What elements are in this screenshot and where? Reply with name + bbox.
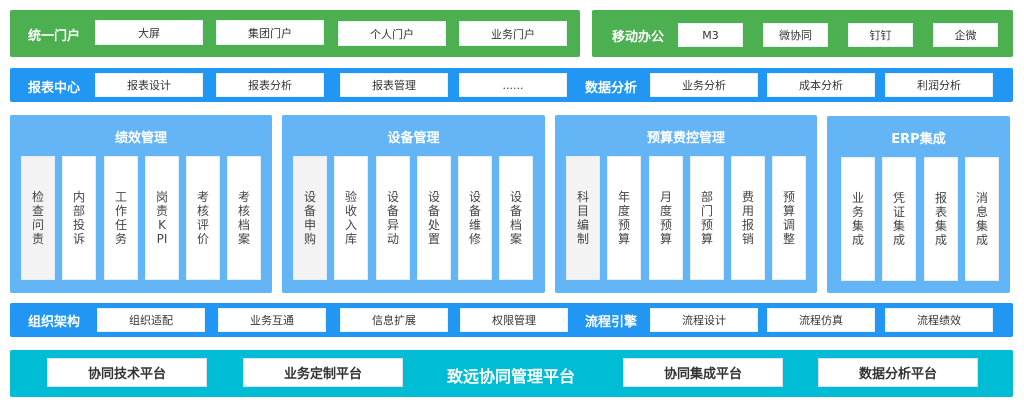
report-center-bar: 报表中心 报表设计 报表分析 报表管理 ...... 数据分析 业务分析 成本分… bbox=[10, 68, 1013, 102]
org-item[interactable]: 权限管理 bbox=[460, 308, 568, 332]
org-title: 组织架构 bbox=[28, 315, 81, 330]
report-item[interactable]: 报表分析 bbox=[216, 73, 324, 97]
platform-item[interactable]: 数据分析平台 bbox=[818, 358, 978, 387]
module-item[interactable]: 考核档案 bbox=[227, 156, 261, 280]
module-item[interactable]: 预算调整 bbox=[772, 156, 806, 280]
panel-title: 预算费控管理 bbox=[646, 131, 725, 146]
report-item[interactable]: 报表设计 bbox=[95, 73, 203, 97]
module-item[interactable]: 考核评价 bbox=[186, 156, 220, 280]
module-item[interactable]: 验收入库 bbox=[334, 156, 368, 280]
mobile-item[interactable]: 钉钉 bbox=[848, 23, 913, 47]
module-item[interactable]: 设备档案 bbox=[499, 156, 533, 280]
panel-title: ERP集成 bbox=[891, 132, 946, 147]
panel-performance: 绩效管理 检查问责 内部投诉 工作任务 岗责KPI 考核评价 考核档案 bbox=[10, 115, 272, 293]
platform-bar: 协同技术平台 业务定制平台 致远协同管理平台 协同集成平台 数据分析平台 bbox=[10, 350, 1013, 397]
platform-item[interactable]: 协同集成平台 bbox=[623, 358, 783, 387]
report-center-title: 报表中心 bbox=[28, 81, 81, 96]
module-item[interactable]: 岗责KPI bbox=[145, 156, 179, 280]
module-item[interactable]: 报表集成 bbox=[924, 157, 958, 281]
unified-portal-bar: 统一门户 大屏 集团门户 个人门户 业务门户 bbox=[10, 10, 580, 57]
org-item[interactable]: 业务互通 bbox=[218, 308, 326, 332]
unified-portal-title: 统一门户 bbox=[28, 29, 81, 44]
flow-item[interactable]: 流程绩效 bbox=[885, 308, 993, 332]
portal-item[interactable]: 业务门户 bbox=[459, 21, 567, 46]
platform-item[interactable]: 协同技术平台 bbox=[47, 358, 207, 387]
module-item[interactable]: 内部投诉 bbox=[62, 156, 96, 280]
module-item[interactable]: 部门预算 bbox=[690, 156, 724, 280]
analysis-item[interactable]: 业务分析 bbox=[650, 73, 758, 97]
mobile-office-title: 移动办公 bbox=[612, 30, 665, 45]
org-flow-bar: 组织架构 组织适配 业务互通 信息扩展 权限管理 流程引擎 流程设计 流程仿真 … bbox=[10, 303, 1013, 337]
panel-budget: 预算费控管理 科目编制 年度预算 月度预算 部门预算 费用报销 预算调整 bbox=[555, 115, 817, 293]
org-item[interactable]: 组织适配 bbox=[97, 308, 205, 332]
org-item[interactable]: 信息扩展 bbox=[340, 308, 448, 332]
module-item[interactable]: 月度预算 bbox=[649, 156, 683, 280]
module-item[interactable]: 检查问责 bbox=[21, 156, 55, 280]
flow-item[interactable]: 流程仿真 bbox=[767, 308, 875, 332]
module-item[interactable]: 设备维修 bbox=[458, 156, 492, 280]
module-item[interactable]: 设备申购 bbox=[293, 156, 327, 280]
platform-title: 致远协同管理平台 bbox=[447, 367, 576, 386]
module-item[interactable]: 消息集成 bbox=[965, 157, 999, 281]
flow-item[interactable]: 流程设计 bbox=[650, 308, 758, 332]
module-item[interactable]: 费用报销 bbox=[731, 156, 765, 280]
panel-erp: ERP集成 业务集成 凭证集成 报表集成 消息集成 bbox=[827, 116, 1010, 293]
analysis-item[interactable]: 利润分析 bbox=[885, 73, 993, 97]
report-item[interactable]: 报表管理 bbox=[340, 73, 448, 97]
panel-equipment: 设备管理 设备申购 验收入库 设备异动 设备处置 设备维修 设备档案 bbox=[282, 115, 545, 293]
analysis-item[interactable]: 成本分析 bbox=[767, 73, 875, 97]
module-item[interactable]: 年度预算 bbox=[607, 156, 641, 280]
mobile-item[interactable]: 企微 bbox=[933, 23, 998, 47]
module-item[interactable]: 设备处置 bbox=[417, 156, 451, 280]
mobile-office-bar: 移动办公 M3 微协同 钉钉 企微 bbox=[592, 10, 1013, 57]
panel-title: 设备管理 bbox=[387, 131, 440, 146]
mobile-item[interactable]: M3 bbox=[678, 23, 743, 47]
module-item[interactable]: 凭证集成 bbox=[882, 157, 916, 281]
panel-title: 绩效管理 bbox=[114, 131, 167, 146]
flow-title: 流程引擎 bbox=[585, 315, 638, 330]
portal-item[interactable]: 个人门户 bbox=[338, 21, 446, 46]
portal-item[interactable]: 大屏 bbox=[95, 20, 203, 45]
report-item[interactable]: ...... bbox=[459, 73, 567, 97]
module-item[interactable]: 业务集成 bbox=[841, 157, 875, 281]
data-analysis-title: 数据分析 bbox=[585, 81, 638, 96]
platform-item[interactable]: 业务定制平台 bbox=[243, 358, 403, 387]
module-item[interactable]: 设备异动 bbox=[376, 156, 410, 280]
mobile-item[interactable]: 微协同 bbox=[763, 23, 828, 47]
portal-item[interactable]: 集团门户 bbox=[216, 20, 324, 45]
module-item[interactable]: 工作任务 bbox=[104, 156, 138, 280]
module-item[interactable]: 科目编制 bbox=[566, 156, 600, 280]
